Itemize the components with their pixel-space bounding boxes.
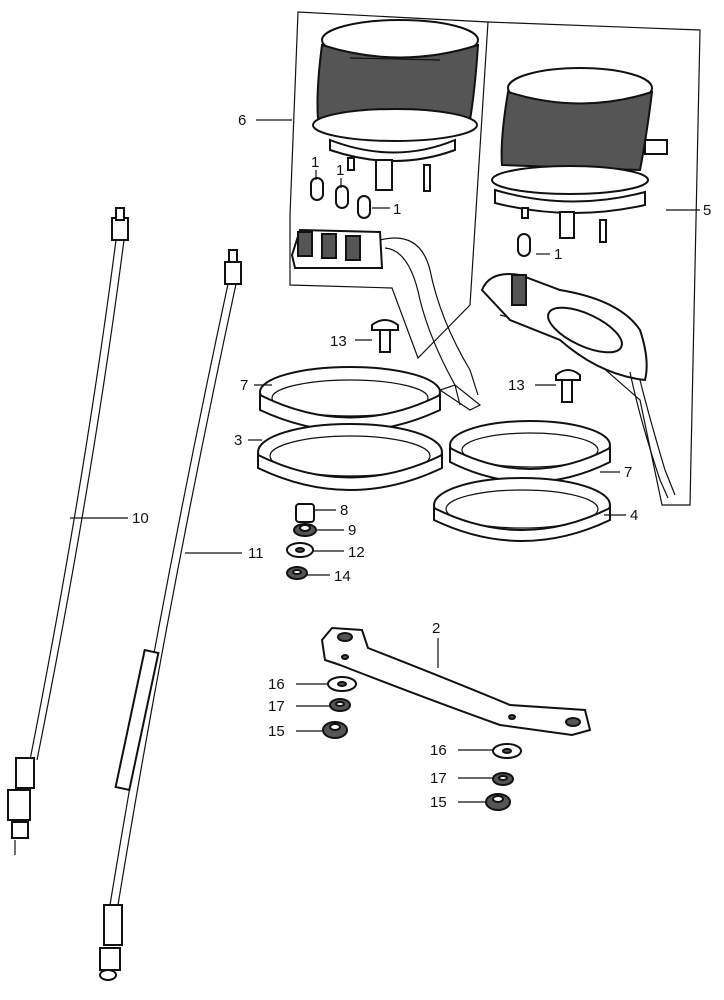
callout-5: 5 (703, 202, 711, 219)
meter-bracket (320, 626, 592, 737)
callout-1: 1 (336, 162, 344, 179)
group-outline-left (289, 11, 489, 360)
bulb-right (517, 233, 531, 257)
socket-harness-left (290, 228, 482, 411)
speedometer-cable (7, 207, 129, 855)
meter-case-left (257, 423, 443, 491)
washer-16-left (327, 676, 357, 692)
callout-13: 13 (508, 377, 525, 394)
callout-17: 17 (268, 698, 285, 715)
callout-7: 7 (624, 464, 632, 481)
callout-9: 9 (348, 522, 356, 539)
callout-11: 11 (248, 545, 264, 562)
rubber-ring-right (449, 420, 611, 483)
screw-left (371, 319, 399, 353)
callout-10: 10 (132, 510, 149, 527)
callout-3: 3 (234, 432, 242, 449)
callout-8: 8 (340, 502, 348, 519)
callout-13: 13 (330, 333, 347, 350)
callout-14: 14 (334, 568, 351, 585)
callout-7: 7 (240, 377, 248, 394)
callout-12: 12 (348, 544, 365, 561)
leader-lines (70, 119, 700, 803)
washer-12 (286, 542, 314, 558)
callout-1: 1 (393, 201, 401, 218)
nut-15-left (322, 721, 348, 739)
washer-16-right (492, 743, 522, 759)
meter-case-right (433, 477, 611, 542)
callout-1: 1 (311, 154, 319, 171)
washer-17-right (492, 772, 514, 786)
speedometer-housing (312, 19, 480, 192)
callout-2: 2 (432, 620, 440, 637)
callout-15: 15 (430, 794, 447, 811)
callout-17: 17 (430, 770, 447, 787)
washer-17-left (329, 698, 351, 712)
cushion-rubber (295, 503, 315, 523)
socket-bracket-right (480, 273, 676, 499)
tachometer-housing (491, 67, 668, 243)
callout-16: 16 (268, 676, 285, 693)
callout-4: 4 (630, 507, 638, 524)
callout-15: 15 (268, 723, 285, 740)
callout-6: 6 (238, 112, 246, 129)
screw-right (555, 369, 581, 403)
bulb-group-left (310, 177, 371, 219)
nut-15-right (485, 793, 511, 811)
washer-14 (286, 566, 308, 580)
nut-9 (293, 523, 317, 537)
callout-16: 16 (430, 742, 447, 759)
callout-1: 1 (554, 246, 562, 263)
tachometer-cable (99, 249, 242, 981)
rubber-ring-left (259, 366, 441, 432)
